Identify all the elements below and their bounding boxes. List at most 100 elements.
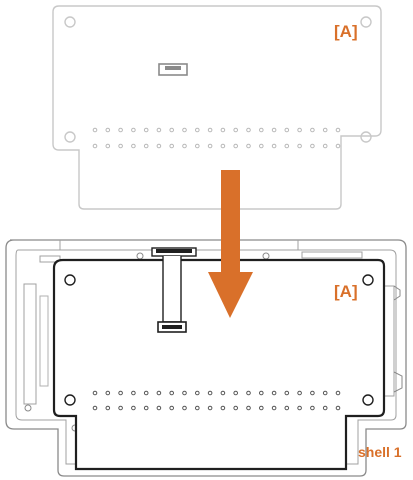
mount-hole: [64, 394, 76, 406]
header-pin: [169, 405, 174, 411]
shell-inner-wall: [15, 249, 397, 465]
header-pin: [271, 405, 277, 411]
header-pin: [310, 390, 315, 396]
header-pin: [297, 405, 302, 411]
header-pin: [131, 405, 136, 411]
header-pin: [156, 390, 162, 396]
header-pin: [246, 143, 251, 149]
header-pin: [195, 405, 200, 411]
header-pin: [207, 405, 213, 411]
mount-hole: [360, 16, 372, 28]
header-pin: [233, 405, 238, 411]
board-bottom-outline: [52, 258, 386, 471]
header-pin: [182, 127, 187, 133]
header-pin: [297, 127, 302, 133]
header-pin: [105, 127, 111, 133]
header-pin: [182, 143, 187, 149]
header-pin: [182, 390, 187, 396]
header-pin: [220, 143, 226, 149]
header-pin: [271, 127, 277, 133]
board-top-outline: [52, 5, 382, 210]
header-pin: [259, 405, 264, 411]
board-top-label: [A]: [334, 22, 358, 41]
header-pin: [143, 143, 149, 149]
arrow-down-icon: [208, 170, 253, 318]
header-pin: [271, 143, 277, 149]
header-pin: [195, 127, 200, 133]
header-pin: [233, 390, 238, 396]
header-pin: [143, 127, 149, 133]
header-pin: [131, 127, 136, 133]
header-pin: [118, 127, 123, 133]
header-pin: [271, 390, 277, 396]
header-pin: [310, 405, 315, 411]
header-pin: [131, 390, 136, 396]
header-pin: [105, 390, 111, 396]
shell-rim-slot: [301, 251, 363, 259]
header-pin: [335, 127, 341, 133]
header-pin: [118, 390, 123, 396]
header-pin: [322, 405, 328, 411]
header-pin: [92, 390, 98, 396]
header-pin: [284, 390, 290, 396]
shell-screw: [24, 404, 32, 412]
header-pin: [220, 127, 226, 133]
board-bottom-pin-header: [92, 390, 341, 411]
header-pin: [156, 405, 162, 411]
header-pin: [207, 390, 213, 396]
header-pin: [169, 127, 174, 133]
mount-hole: [64, 131, 76, 143]
header-pin: [169, 143, 174, 149]
shell-label: shell 1: [358, 444, 402, 460]
header-pin: [131, 143, 136, 149]
header-pin: [284, 405, 290, 411]
header-pin: [233, 127, 238, 133]
header-pin: [246, 390, 251, 396]
mount-hole: [362, 394, 374, 406]
header-pin: [259, 143, 264, 149]
header-pin: [169, 390, 174, 396]
header-pin: [335, 405, 341, 411]
mount-hole: [362, 274, 374, 286]
header-pin: [207, 143, 213, 149]
header-pin: [105, 143, 111, 149]
header-pin: [207, 127, 213, 133]
header-pin: [246, 127, 251, 133]
header-pin: [284, 127, 290, 133]
header-pin: [118, 405, 123, 411]
board-top-pin-header: [92, 127, 341, 149]
mount-hole: [64, 16, 76, 28]
header-pin: [259, 390, 264, 396]
ribbon-connector-icon: [151, 247, 197, 333]
header-pin: [118, 143, 123, 149]
board-bottom-label: [A]: [334, 282, 358, 301]
header-pin: [220, 390, 226, 396]
board-top: [A]: [52, 5, 382, 210]
header-pin: [220, 405, 226, 411]
shell-left-clip: [23, 283, 49, 405]
shell-rim-slot: [39, 255, 61, 263]
header-pin: [182, 405, 187, 411]
header-pin: [335, 390, 341, 396]
header-pin: [310, 127, 315, 133]
header-pin: [143, 405, 149, 411]
board-top-connector-icon: [158, 63, 188, 76]
header-pin: [195, 143, 200, 149]
header-pin: [156, 127, 162, 133]
header-pin: [92, 405, 98, 411]
header-pin: [284, 143, 290, 149]
header-pin: [322, 143, 328, 149]
header-pin: [195, 390, 200, 396]
header-pin: [105, 405, 111, 411]
header-pin: [297, 390, 302, 396]
mount-hole: [64, 274, 76, 286]
header-pin: [143, 390, 149, 396]
header-pin: [92, 143, 98, 149]
mount-hole: [360, 131, 372, 143]
header-pin: [92, 127, 98, 133]
header-pin: [156, 143, 162, 149]
shell-1: [A] shell 1: [5, 239, 407, 477]
header-pin: [322, 127, 328, 133]
header-pin: [259, 127, 264, 133]
